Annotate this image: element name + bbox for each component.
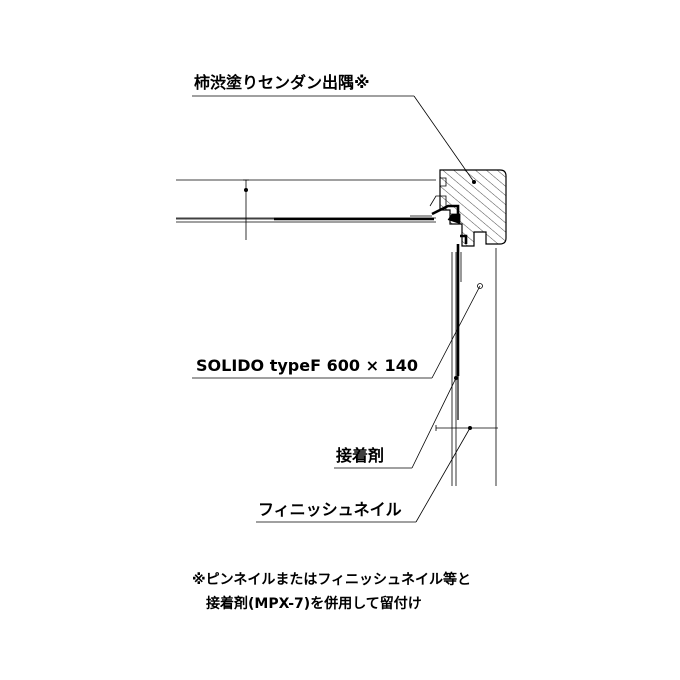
- label-adhesive: 接着剤: [336, 446, 384, 465]
- label-corner-piece: 柿渋塗りセンダン出隅※: [194, 73, 370, 92]
- note-line-2: 接着剤(MPX-7)を併用して留付け: [206, 595, 422, 612]
- nail-horizontal: [243, 179, 249, 240]
- leader-adhesive: [334, 377, 457, 469]
- leader-panel: [192, 285, 481, 379]
- label-panel: SOLIDO typeF 600 × 140: [196, 356, 418, 375]
- horizontal-wall-base: [176, 179, 436, 223]
- nail-vertical: [435, 425, 498, 431]
- leader-corner: [192, 95, 475, 183]
- vertical-panel: [456, 244, 462, 420]
- screw-mark: [477, 283, 483, 289]
- corner-piece: [429, 169, 507, 247]
- horizontal-panel: [176, 215, 434, 221]
- vertical-wall-base: [451, 248, 497, 486]
- label-nail: フィニッシュネイル: [258, 500, 402, 519]
- leader-nail: [256, 427, 471, 523]
- note-line-1: ※ピンネイルまたはフィニッシュネイル等と: [192, 571, 471, 588]
